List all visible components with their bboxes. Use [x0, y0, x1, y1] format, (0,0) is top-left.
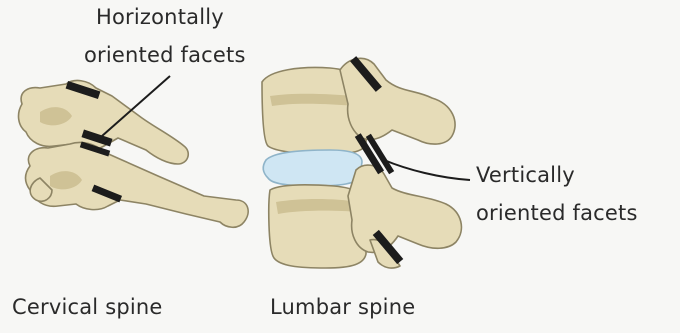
- cervical-spine-caption: Cervical spine: [12, 296, 163, 319]
- lumbar-vertebrae: [262, 58, 461, 268]
- horizontal-facets-label-line1: Horizontally: [96, 6, 224, 29]
- horizontal-facets-label-line2: oriented facets: [84, 44, 246, 67]
- vertical-facets-label-line1: Vertically: [476, 164, 575, 187]
- vertical-facets-leader: [384, 160, 470, 180]
- lumbar-spine-caption: Lumbar spine: [270, 296, 415, 319]
- lumbar-lower-posterior: [348, 165, 461, 252]
- lumbar-upper-posterior: [340, 58, 455, 144]
- cervical-vertebrae: [19, 81, 249, 228]
- vertical-facets-label-line2: oriented facets: [476, 202, 638, 225]
- lumbar-disc: [263, 150, 362, 186]
